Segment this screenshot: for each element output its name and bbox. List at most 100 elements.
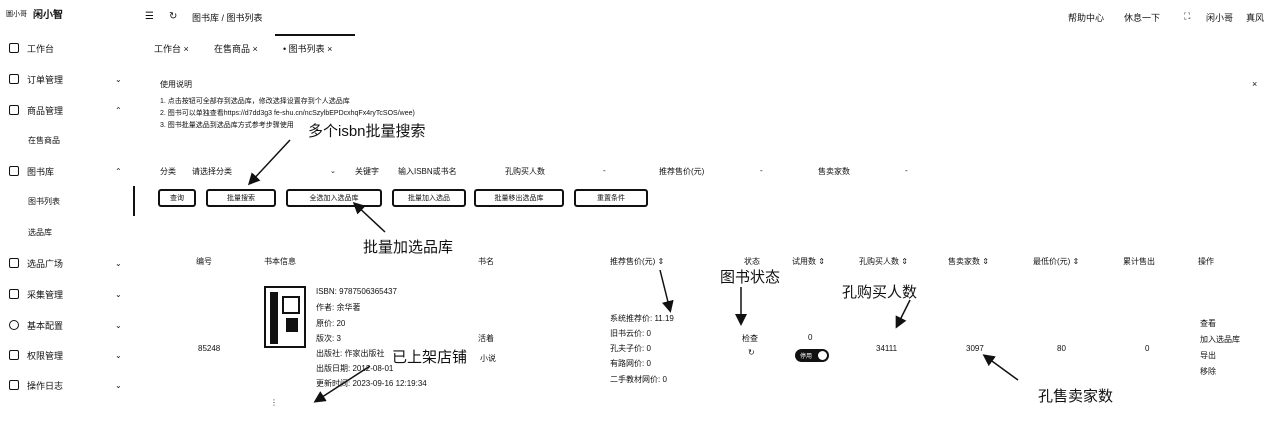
keyword-input[interactable]: 输入ISBN或书名 bbox=[398, 167, 457, 176]
sidebar-item-label: 操作日志 bbox=[27, 380, 64, 391]
category-select[interactable]: 请选择分类 bbox=[192, 167, 232, 176]
close-icon[interactable]: × bbox=[183, 44, 189, 54]
sidebar-item-goods[interactable]: 商品管理 ⌃ bbox=[0, 101, 136, 119]
notice-line: 3. 图书批量选品到选品库方式参考步骤使用 bbox=[160, 122, 294, 129]
sidebar-item-orders[interactable]: 订单管理 ⌄ bbox=[0, 70, 136, 88]
refresh-icon[interactable]: ↻ bbox=[169, 11, 178, 22]
fullscreen-icon[interactable]: ⛶ bbox=[1184, 11, 1191, 21]
add-to-lib-link[interactable]: 加入选品库 bbox=[1200, 335, 1240, 344]
tab-label: 在售商品 bbox=[214, 44, 251, 54]
book-cover-image bbox=[264, 286, 306, 348]
col-header-ops: 操作 bbox=[1198, 257, 1214, 266]
sidebar-item-label: 商品管理 bbox=[27, 105, 64, 116]
rest-link[interactable]: 休息一下 bbox=[1124, 13, 1161, 23]
sidebar-sub-selection-lib[interactable]: 选品库 bbox=[28, 228, 52, 237]
tab-goods-on-sale[interactable]: 在售商品 × bbox=[214, 42, 258, 55]
col-header-status: 状态 bbox=[744, 257, 760, 266]
sidebar-item-label: 订单管理 bbox=[27, 74, 64, 85]
toggle-knob bbox=[818, 351, 827, 360]
col-header-info: 书本信息 bbox=[264, 257, 296, 266]
arrow-sellers bbox=[982, 354, 1019, 381]
chevron-up-icon: ⌃ bbox=[115, 166, 122, 176]
keyword-label: 关键字 bbox=[355, 167, 379, 176]
toggle-label: 停用 bbox=[800, 354, 813, 360]
annotation-multi-isbn: 多个isbn批量搜索 bbox=[308, 123, 426, 140]
col-header-stocked[interactable]: 试用数 ⇕ bbox=[792, 257, 825, 266]
reset-button[interactable]: 重置条件 bbox=[574, 189, 648, 207]
book-updated: 更新时间: 2023-09-16 12:19:34 bbox=[316, 379, 427, 388]
arrow-listed-shops bbox=[313, 365, 371, 403]
book-icon bbox=[9, 258, 19, 268]
status-toggle[interactable]: 停用 bbox=[795, 349, 829, 362]
col-header-sellers[interactable]: 售卖家数 ⇕ bbox=[948, 257, 989, 266]
book-orig-price: 原价: 20 bbox=[316, 319, 346, 328]
sidebar-item-label: 权限管理 bbox=[27, 350, 64, 361]
app-name: 闲小智 bbox=[33, 10, 63, 21]
query-button[interactable]: 查询 bbox=[158, 189, 196, 207]
sidebar-item-logs[interactable]: 操作日志 ⌄ bbox=[0, 376, 136, 394]
book-pub-date: 出版日期: 2012-08-01 bbox=[316, 364, 394, 373]
range-separator: - bbox=[760, 166, 763, 175]
remove-link[interactable]: 移除 bbox=[1200, 367, 1216, 376]
sidebar-sub-goods-on-sale[interactable]: 在售商品 bbox=[28, 136, 60, 145]
arrow-buyers bbox=[895, 299, 911, 329]
sidebar-sub-book-list[interactable]: 图书列表 bbox=[28, 197, 60, 206]
chevron-down-icon: ⌄ bbox=[115, 258, 122, 268]
sellers-range-input[interactable]: 售卖家数 bbox=[818, 167, 850, 176]
sidebar-item-basic-config[interactable]: 基本配置 ⌄ bbox=[0, 316, 136, 334]
expand-dots[interactable]: ⋮ bbox=[270, 398, 278, 407]
col-header-price[interactable]: 推荐售价(元) ⇕ bbox=[610, 257, 665, 266]
log-icon bbox=[9, 380, 19, 390]
chevron-down-icon: ⌄ bbox=[330, 168, 336, 175]
app-logo[interactable]: 圖小哥 闲小智 bbox=[6, 6, 63, 21]
col-header-lowest[interactable]: 最低价(元) ⇕ bbox=[1033, 257, 1080, 266]
range-separator: - bbox=[905, 166, 908, 175]
tab-book-list[interactable]: • 图书列表 × bbox=[283, 42, 332, 55]
book-publisher: 出版社: 作家出版社 bbox=[316, 349, 385, 358]
refresh-icon[interactable]: ↻ bbox=[748, 348, 755, 357]
annotation-sellers-count: 孔售卖家数 bbox=[1038, 388, 1114, 405]
close-icon[interactable]: × bbox=[1252, 79, 1258, 89]
notice-title: 使用说明 bbox=[160, 80, 192, 89]
sidebar-item-collection[interactable]: 采集管理 ⌄ bbox=[0, 285, 136, 303]
sidebar-item-selection-square[interactable]: 选品广场 ⌄ bbox=[0, 254, 136, 272]
batch-search-button[interactable]: 批量搜索 bbox=[206, 189, 276, 207]
book-edition: 版次: 3 bbox=[316, 334, 341, 343]
menu-fold-icon[interactable]: ☰ bbox=[145, 11, 154, 22]
breadcrumb: 图书库 / 图书列表 bbox=[192, 13, 263, 23]
category-label: 分类 bbox=[160, 167, 176, 176]
book-isbn: ISBN: 9787506365437 bbox=[316, 287, 397, 296]
sidebar-item-workbench[interactable]: 工作台 bbox=[0, 39, 136, 57]
user-name-2[interactable]: 真风 bbox=[1246, 13, 1265, 23]
row-id: 85248 bbox=[198, 344, 221, 353]
sellers-count: 3097 bbox=[966, 344, 984, 353]
logo-mark: 圖小哥 bbox=[6, 10, 27, 18]
topbar: ☰ ↻ 图书库 / 图书列表 帮助中心 休息一下 ⛶ 闲小哥 真风 bbox=[136, 0, 1280, 34]
range-separator: - bbox=[603, 166, 606, 175]
stocked-count: 0 bbox=[808, 333, 813, 342]
export-link[interactable]: 导出 bbox=[1200, 351, 1216, 360]
gear-icon bbox=[9, 320, 19, 330]
document-icon bbox=[9, 74, 19, 84]
close-icon[interactable]: × bbox=[252, 44, 258, 54]
buyers-count: 34111 bbox=[876, 344, 898, 353]
col-header-buyers[interactable]: 孔购买人数 ⇕ bbox=[859, 257, 908, 266]
annotation-batch-add: 批量加选品库 bbox=[363, 239, 454, 256]
col-header-sold: 累计售出 bbox=[1123, 257, 1155, 266]
annotation-buyers-count: 孔购买人数 bbox=[842, 284, 918, 301]
batch-add-button[interactable]: 批量加入选品 bbox=[392, 189, 466, 207]
view-link[interactable]: 查看 bbox=[1200, 319, 1216, 328]
tab-workbench[interactable]: 工作台 × bbox=[154, 42, 189, 55]
collection-icon bbox=[9, 289, 19, 299]
buyers-range-input[interactable]: 孔购买人数 bbox=[505, 167, 545, 176]
sidebar-item-book-lib[interactable]: 图书库 ⌃ bbox=[0, 162, 136, 180]
help-center-link[interactable]: 帮助中心 bbox=[1068, 13, 1105, 23]
user-name-1[interactable]: 闲小哥 bbox=[1206, 13, 1234, 23]
tab-active-indicator bbox=[275, 34, 355, 36]
active-indicator bbox=[133, 186, 135, 216]
batch-remove-button[interactable]: 批量移出选品库 bbox=[474, 189, 564, 207]
price-range-input[interactable]: 推荐售价(元) bbox=[659, 167, 705, 176]
sidebar-item-permissions[interactable]: 权限管理 ⌄ bbox=[0, 346, 136, 364]
close-icon[interactable]: × bbox=[327, 44, 333, 54]
price-kongfz: 孔夫子价: 0 bbox=[610, 344, 651, 353]
